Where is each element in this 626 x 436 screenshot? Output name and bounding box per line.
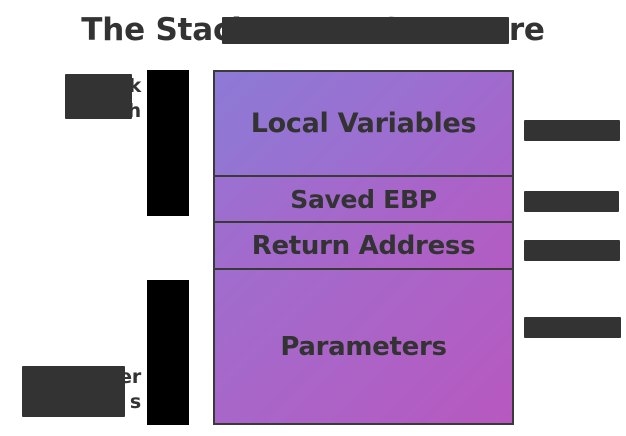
higher-addresses-label-redaction-bar xyxy=(22,366,125,417)
stack-cell-return-address: Return Address xyxy=(213,223,514,270)
stack-cell-parameters: Parameters xyxy=(213,270,514,425)
stack-cell-saved-ebp: Saved EBP xyxy=(213,177,514,223)
stack-growth-arrow-icon xyxy=(147,70,189,216)
annotation-saved-ebp-redaction-bar xyxy=(524,191,619,212)
stack-cell-parameters-label: Parameters xyxy=(280,331,447,362)
annotation-return-address-redaction-bar xyxy=(524,240,620,261)
stack-growth-label-redaction-bar xyxy=(65,74,132,119)
stack-cell-local-variables: Local Variables xyxy=(213,70,514,177)
stack-cell-local-variables-label: Local Variables xyxy=(250,108,477,139)
annotation-parameters-redaction-bar xyxy=(524,317,621,338)
title-redaction-bar xyxy=(222,17,509,44)
higher-addresses-arrow-icon xyxy=(147,280,189,425)
stack-cell-saved-ebp-label: Saved EBP xyxy=(290,184,437,214)
annotation-local-variables-redaction-bar xyxy=(524,120,620,141)
stack-cell-return-address-label: Return Address xyxy=(251,230,476,261)
stack-frame-diagram: Local Variables Saved EBP Return Address… xyxy=(213,70,514,425)
